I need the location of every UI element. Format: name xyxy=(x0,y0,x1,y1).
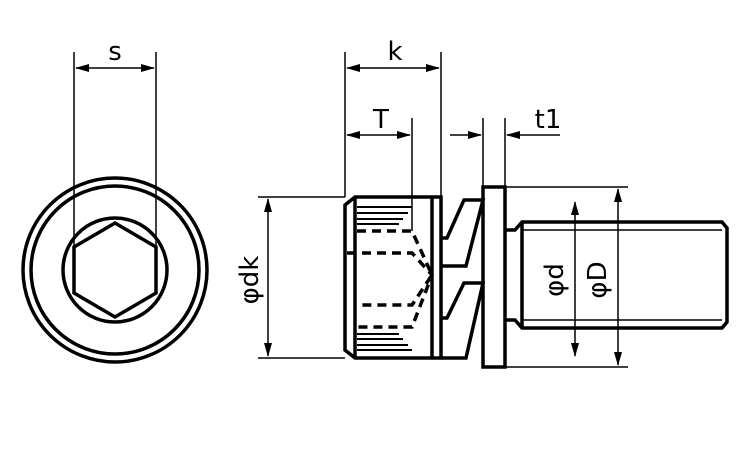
label-T: T xyxy=(372,105,389,135)
label-d: φd xyxy=(540,263,570,297)
label-s: s xyxy=(108,37,122,67)
label-dk: φdk xyxy=(235,256,265,305)
spring-washer xyxy=(441,198,486,268)
flat-washer xyxy=(481,185,507,369)
socket-hidden-line xyxy=(357,229,434,307)
label-t1: t1 xyxy=(535,105,562,135)
label-D: φD xyxy=(583,261,613,298)
side-view: k T t1 φdk φd φD xyxy=(235,37,729,369)
label-k: k xyxy=(387,37,402,67)
front-view: s xyxy=(21,37,209,364)
screw-shaft xyxy=(505,220,729,330)
hex-socket xyxy=(72,220,158,320)
